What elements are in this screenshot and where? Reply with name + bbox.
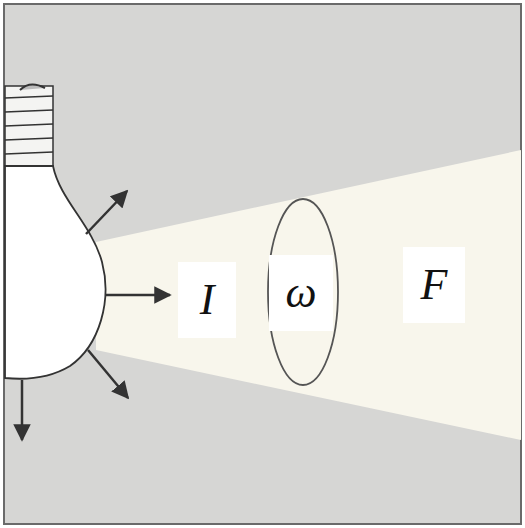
intensity-symbol: I [178, 262, 236, 338]
screw-thread [5, 96, 53, 154]
ray-arrow [106, 294, 170, 297]
ray-arrow [88, 350, 128, 398]
background-panel [4, 4, 521, 524]
solid-angle-ellipse [268, 199, 338, 385]
glass-bulb [5, 166, 105, 379]
base-contact [20, 84, 45, 90]
ray-arrow [21, 380, 24, 440]
flux-symbol: F [403, 247, 465, 323]
solid-angle-symbol: ω [269, 255, 333, 331]
ray-arrow [86, 191, 127, 234]
screw-base [5, 86, 53, 166]
light-beam [96, 150, 521, 440]
